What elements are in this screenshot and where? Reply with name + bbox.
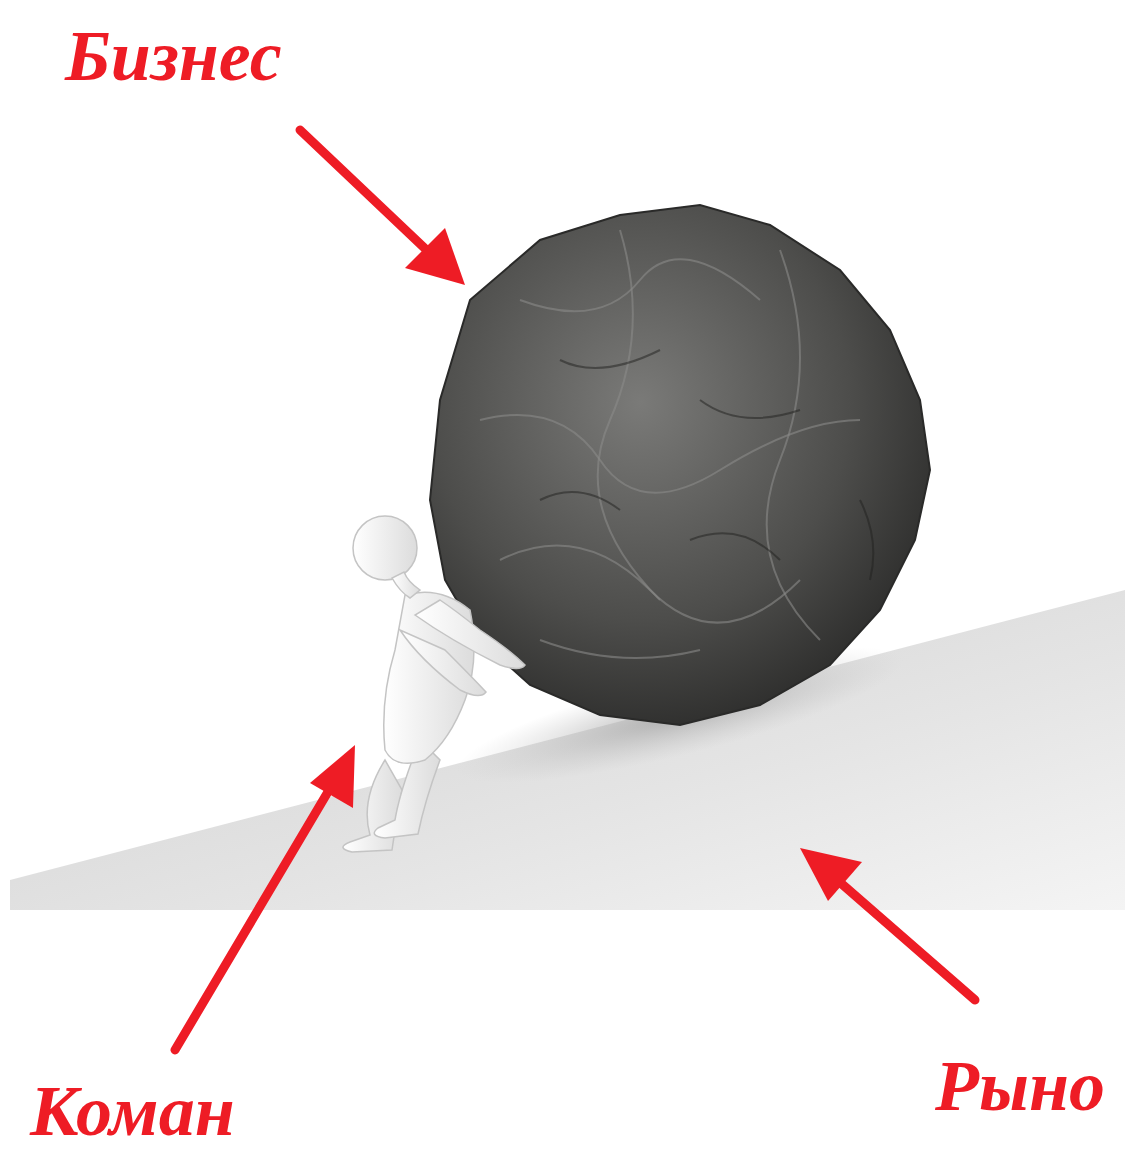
business-label: Бизнес: [65, 20, 282, 92]
leader-arrows: [175, 130, 975, 1050]
rock-texture: [480, 230, 860, 658]
market-label: Рыно: [935, 1050, 1105, 1122]
team-label: Коман: [30, 1075, 235, 1147]
rock-texture-dark: [540, 350, 873, 580]
pushing-figure: [343, 516, 525, 852]
